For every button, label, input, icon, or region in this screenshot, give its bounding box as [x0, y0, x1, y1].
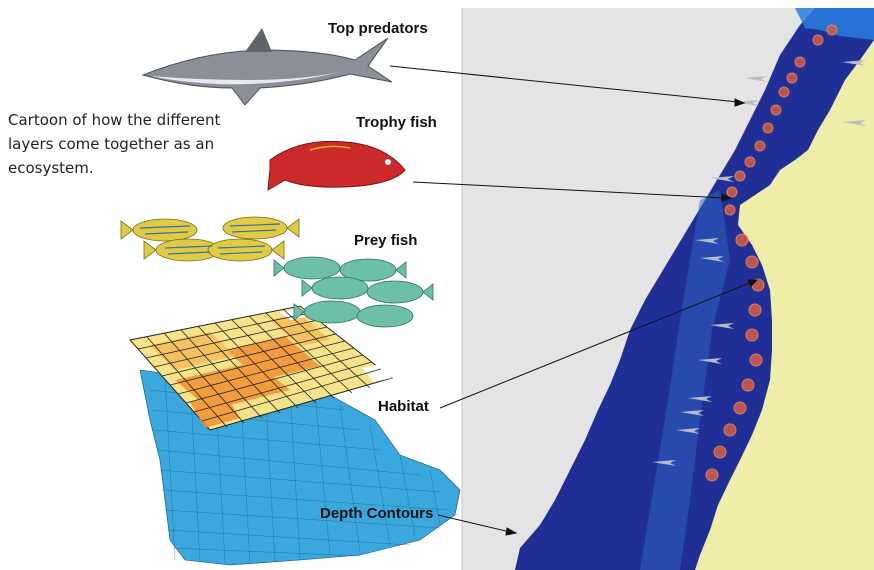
shark-icon [143, 28, 392, 105]
label-trophy-fish: Trophy fish [356, 114, 437, 131]
snapper-fish-icon [268, 141, 405, 190]
label-prey-fish: Prey fish [354, 232, 417, 249]
label-top-predators: Top predators [328, 20, 428, 37]
ecosystem-map [462, 8, 874, 570]
label-depth-contours: Depth Contours [320, 505, 433, 522]
parrotfish-icon [274, 257, 433, 327]
label-habitat: Habitat [378, 398, 429, 415]
grunt-fish-icon [121, 217, 299, 261]
